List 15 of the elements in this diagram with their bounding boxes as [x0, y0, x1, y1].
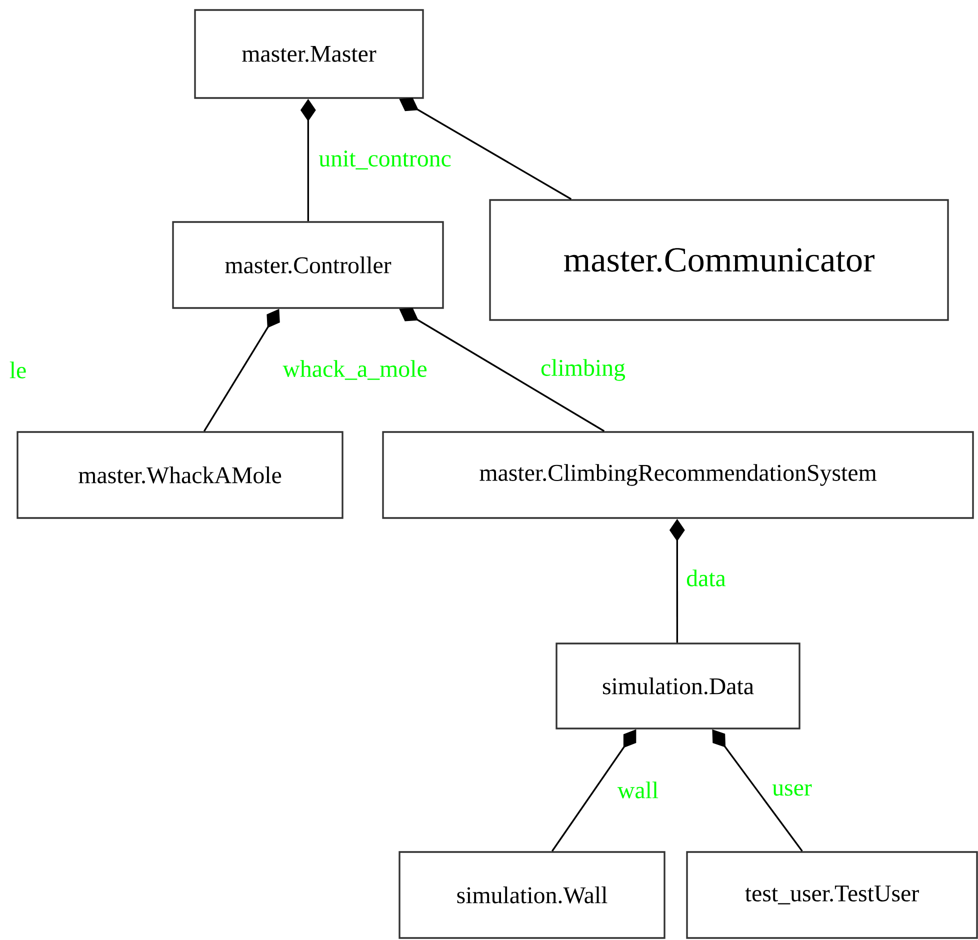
- edge-label: user: [770, 782, 814, 798]
- class-box: simulation.Data: [556, 642, 800, 730]
- text-fragment: le: [10, 362, 26, 378]
- class-box: master.Master: [194, 9, 424, 99]
- edge-label: wall: [616, 780, 660, 800]
- class-box: simulation.Wall: [398, 851, 666, 939]
- edge-label: whack_a_mole: [281, 358, 429, 382]
- edge-label: data: [684, 568, 728, 588]
- edge-label: unit_contronc: [317, 149, 453, 171]
- class-box: master.WhackAMole: [16, 431, 344, 519]
- class-box: master.Communicator: [489, 199, 949, 321]
- class-box: master.Controller: [172, 221, 444, 309]
- class-box: test_user.TestUser: [686, 851, 978, 939]
- edge-label: climbing: [539, 358, 627, 382]
- class-box: master.ClimbingRecommendationSystem: [382, 431, 974, 519]
